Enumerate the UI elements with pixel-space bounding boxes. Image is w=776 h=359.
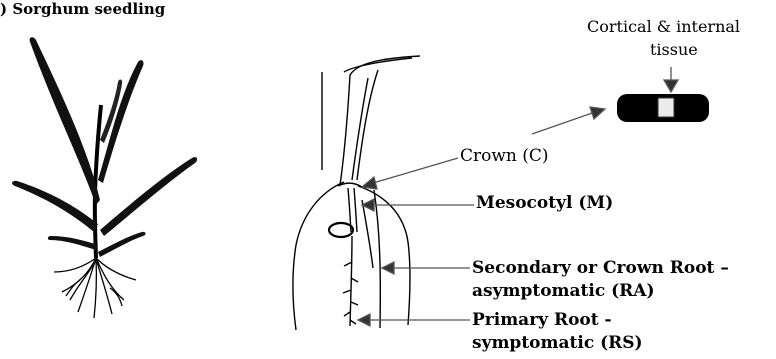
- plant-leaf: [48, 236, 98, 250]
- mesocotyl-stem: [354, 188, 357, 232]
- plant-leaf: [98, 232, 146, 257]
- seed-oval: [329, 223, 353, 237]
- seedling-root-diagram: [293, 56, 420, 330]
- inner-sheath-line: [374, 190, 380, 328]
- plant-leaf: [30, 37, 100, 205]
- plant-leaf: [12, 181, 98, 232]
- mesocotyl-label: Mesocotyl (M): [476, 193, 613, 213]
- crown-label: Crown (C): [460, 146, 549, 166]
- secondary-root-label-line1: Secondary or Crown Root –: [472, 258, 729, 278]
- cortical-tissue-section: [617, 94, 709, 122]
- seedling-leaf-sheath: [340, 56, 420, 185]
- plant-roots: [54, 258, 136, 318]
- primary-root-label-line1: Primary Root -: [472, 310, 612, 330]
- primary-root-label-line2: symptomatic (RS): [472, 333, 643, 353]
- secondary-root-label-line2: asymptomatic (RA): [472, 281, 655, 301]
- plant-leaf: [98, 60, 144, 183]
- seedling-leaf-sheath: [352, 78, 368, 180]
- plant-leaf: [100, 157, 197, 236]
- cortical-label-line1: Cortical & internal: [587, 17, 740, 37]
- plant-stem: [95, 105, 101, 258]
- cortical-label-line2: tissue: [650, 40, 698, 60]
- seedling-sheath-left: [293, 182, 344, 330]
- whole-plant-illustration: [12, 37, 197, 318]
